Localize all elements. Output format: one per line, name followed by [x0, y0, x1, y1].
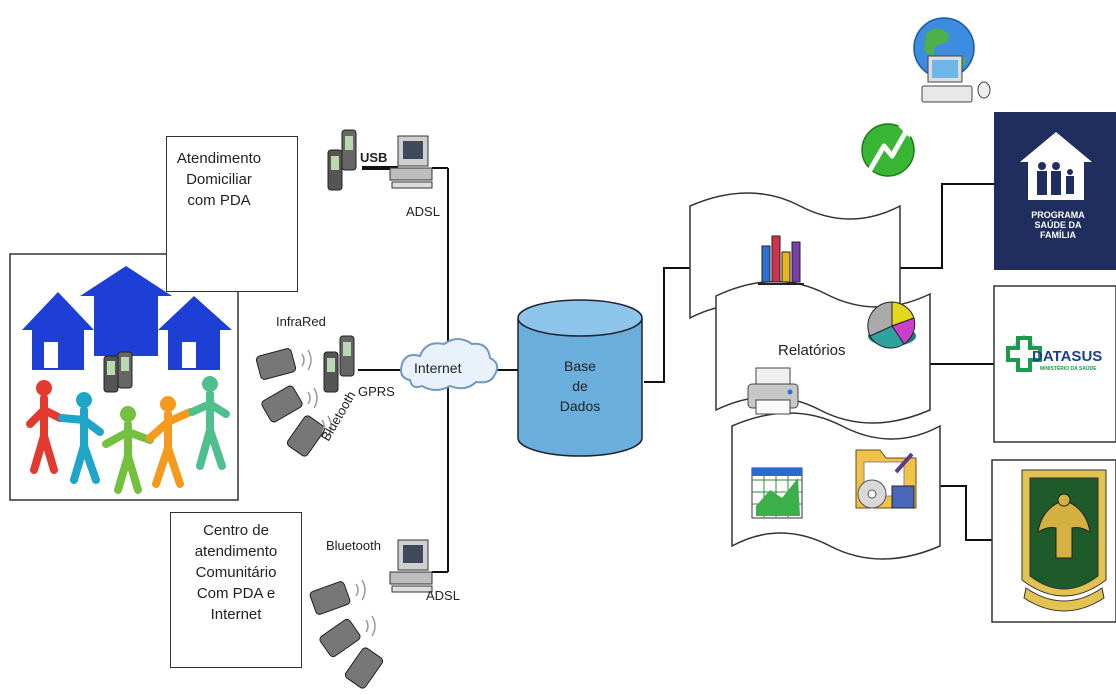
adsl-bottom-label: ADSL: [426, 588, 460, 603]
internet-cloud-icon: [400, 338, 499, 391]
community-center-box: [170, 512, 302, 668]
printer-icon: [747, 367, 799, 415]
computer-top-icon: [389, 135, 433, 189]
psf-line-1: PROGRAMA: [1031, 210, 1085, 220]
houses-icon: [22, 266, 232, 370]
psf-logo: [994, 112, 1116, 270]
home-visit-label: Atendimento Domiciliar com PDA: [168, 148, 270, 211]
community-line-1: Centro de: [203, 522, 269, 539]
infrared-label: InfraRed: [276, 314, 326, 329]
community-line-5: Internet: [210, 606, 262, 623]
home-visit-box: [166, 136, 298, 292]
usb-label: USB: [360, 150, 388, 165]
usb-pda-icon: [327, 129, 357, 191]
database-line-3: Dados: [559, 398, 601, 414]
psf-logo-text: PROGRAMA SAÚDE DA FAMÍLIA: [1020, 210, 1096, 240]
growth-arrow-icon: [861, 123, 915, 177]
db-reports-link: [644, 267, 692, 383]
wireless-pdas-icon: [255, 335, 355, 457]
fmrp-crest-logo: [991, 459, 1116, 623]
folder-disc-icon: [855, 449, 917, 509]
community-line-4: Com PDA e: [196, 585, 276, 602]
reports-label: Relatórios: [778, 342, 846, 359]
pie-chart-icon: [867, 301, 916, 349]
fmrp-link: [940, 485, 994, 541]
internet-label: Internet: [414, 360, 462, 376]
adsl-top-label: ADSL: [406, 204, 440, 219]
community-line-2: atendimento: [194, 543, 278, 560]
database-label: Base de Dados: [540, 356, 620, 416]
family-figures-icon: [1037, 162, 1074, 195]
datasus-logo-text: DATASUS: [1032, 348, 1103, 365]
pda-icon: [103, 351, 133, 393]
datasus-logo: [993, 285, 1116, 443]
psf-line-2: SAÚDE DA: [1034, 220, 1082, 230]
spreadsheet-chart-icon: [751, 467, 803, 519]
community-pdas-icon: [309, 579, 384, 689]
home-visit-line-3: com PDA: [187, 192, 251, 209]
bar-chart-icon: [758, 235, 804, 285]
gprs-label: GPRS: [358, 384, 395, 399]
globe-computer-icon: [913, 17, 991, 103]
datasus-cross-icon: [1006, 334, 1042, 372]
family-illustration: [9, 253, 239, 501]
home-visit-line-1: Atendimento: [176, 150, 262, 167]
database-line-1: Base: [564, 358, 596, 374]
community-line-3: Comunitário: [195, 564, 277, 581]
report-page-front: [731, 412, 941, 560]
database-line-2: de: [572, 378, 588, 394]
home-visit-line-2: Domiciliar: [186, 171, 252, 188]
computer-bottom-icon: [389, 539, 433, 593]
datasus-logo-subtext: MINISTÉRIO DA SAÚDE: [1040, 366, 1097, 372]
psf-link: [900, 183, 994, 269]
community-center-label: Centro de atendimento Comunitário Com PD…: [170, 520, 302, 625]
psf-line-3: FAMÍLIA: [1040, 230, 1076, 240]
people-icon: [26, 376, 230, 494]
database-cylinder: [517, 299, 643, 457]
bluetooth-bottom-label: Bluetooth: [326, 538, 381, 553]
